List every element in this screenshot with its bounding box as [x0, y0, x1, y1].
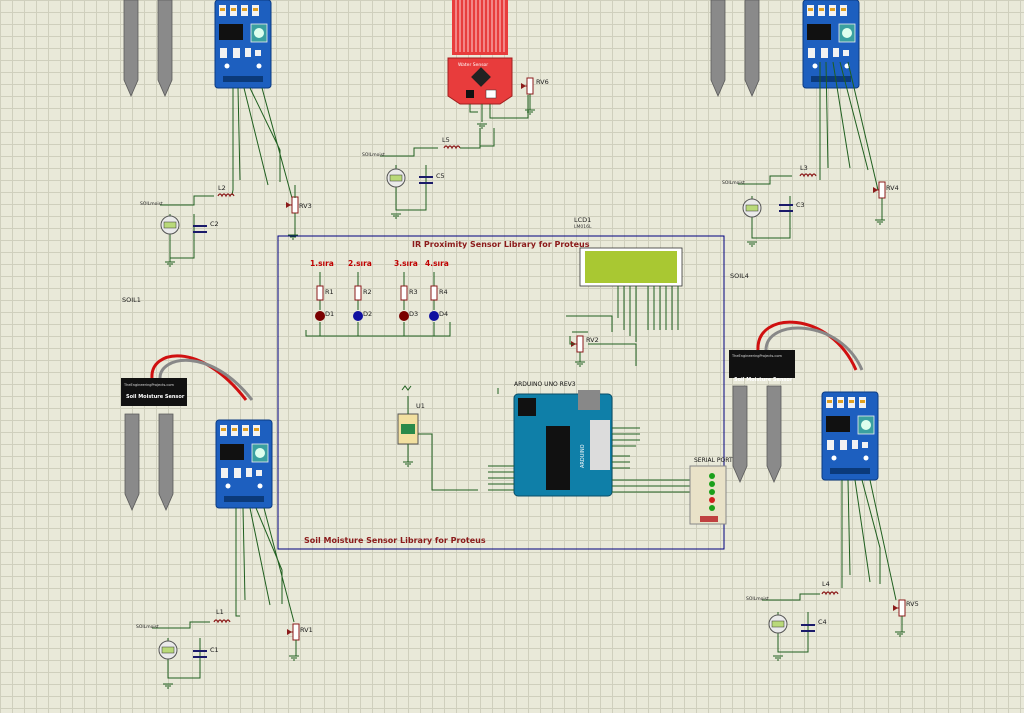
- serial-port[interactable]: SERIAL PORT: [689, 457, 733, 525]
- lcd-display[interactable]: LCD1 LM016L RV2: [566, 216, 683, 367]
- inductor-label: L5: [442, 136, 450, 144]
- soil-sensor-3[interactable]: SOILmoist L3 C3 RV4: [710, 0, 899, 247]
- soil4-id: SOIL4: [730, 272, 749, 280]
- soil1-brand: TheEngineeringProjects.com: [123, 383, 174, 387]
- lcd-ref: LCD1: [574, 216, 591, 224]
- led-2[interactable]: 2.sıra R2 D2: [348, 259, 372, 321]
- pot-label: RV1: [300, 626, 313, 634]
- pot-label: RV4: [886, 184, 899, 192]
- soil1-label: Soil Moisture Sensor: [126, 394, 185, 400]
- arduino-uno[interactable]: ARDUINO UNO REV3 ARDUINO: [488, 381, 690, 497]
- svg-text:SOILmoist: SOILmoist: [746, 596, 769, 602]
- inductor-label: L3: [800, 164, 808, 172]
- led-3-label: 3.sıra: [394, 259, 418, 268]
- capacitor-label: C1: [210, 646, 219, 654]
- inductor-label: L4: [822, 580, 830, 588]
- resistor-label: R4: [439, 288, 448, 296]
- led-array[interactable]: 1.sıra R1 D1 2.sıra R2 D2 3.sıra R3 D3 4…: [305, 259, 451, 337]
- led-3[interactable]: 3.sıra R3 D3: [394, 259, 418, 321]
- pot-label: RV5: [906, 600, 919, 608]
- serial-title: SERIAL PORT: [694, 457, 733, 464]
- svg-text:SOILmoist: SOILmoist: [722, 180, 745, 186]
- soil4-label: Soil Moisture Sensor: [734, 377, 793, 383]
- led-1-label: 1.sıra: [310, 259, 334, 268]
- diode-label: D4: [439, 310, 448, 318]
- svg-text:SOILmoist: SOILmoist: [362, 152, 385, 158]
- diode-label: D3: [409, 310, 418, 318]
- led-2-label: 2.sıra: [348, 259, 372, 268]
- capacitor-label: C2: [210, 220, 219, 228]
- led-4[interactable]: 4.sıra R4 D4: [425, 259, 449, 321]
- soil4-brand: TheEngineeringProjects.com: [731, 354, 782, 358]
- soil-sensor-4[interactable]: SOIL4 TheEngineeringProjects.com Soil Mo…: [729, 272, 919, 661]
- frame-title-top: IR Proximity Sensor Library for Proteus: [412, 240, 590, 249]
- capacitor-label: C5: [436, 172, 445, 180]
- diode-label: D2: [363, 310, 372, 318]
- capacitor-label: C3: [796, 201, 805, 209]
- capacitor-label: C4: [818, 618, 827, 626]
- diode-label: D1: [325, 310, 334, 318]
- pot-label: RV3: [299, 202, 312, 210]
- arduino-label: ARDUINO: [580, 444, 586, 468]
- water-sensor-label: Water Sensor: [458, 62, 488, 68]
- soil1-id: SOIL1: [122, 296, 141, 304]
- lcd-part: LM016L: [574, 224, 592, 230]
- svg-text:SOILmoist: SOILmoist: [140, 201, 163, 207]
- inductor-label: L1: [216, 608, 224, 616]
- frame-title-bottom: Soil Moisture Sensor Library for Proteus: [304, 536, 486, 545]
- svg-text:SOILmoist: SOILmoist: [136, 624, 159, 630]
- arduino-title: ARDUINO UNO REV3: [514, 381, 576, 388]
- soil-sensor-2[interactable]: SOILmoist L2 C2 RV3: [123, 0, 312, 267]
- pot-label: RV6: [536, 78, 549, 86]
- ir-sensor[interactable]: U1: [397, 385, 478, 491]
- pot-lcd-label: RV2: [586, 336, 599, 344]
- resistor-label: R3: [409, 288, 418, 296]
- resistor-label: R2: [363, 288, 372, 296]
- water-sensor[interactable]: Water Sensor SOILmoist L5 C5 RV6: [362, 0, 549, 219]
- inductor-label: L2: [218, 184, 226, 192]
- led-4-label: 4.sıra: [425, 259, 449, 268]
- ir-ref: U1: [416, 402, 425, 410]
- led-1[interactable]: 1.sıra R1 D1: [310, 259, 334, 321]
- schematic-frame: [277, 235, 725, 550]
- resistor-label: R1: [325, 288, 334, 296]
- soil-sensor-1[interactable]: SOIL1 TheEngineeringProjects.com Soil Mo…: [121, 296, 313, 689]
